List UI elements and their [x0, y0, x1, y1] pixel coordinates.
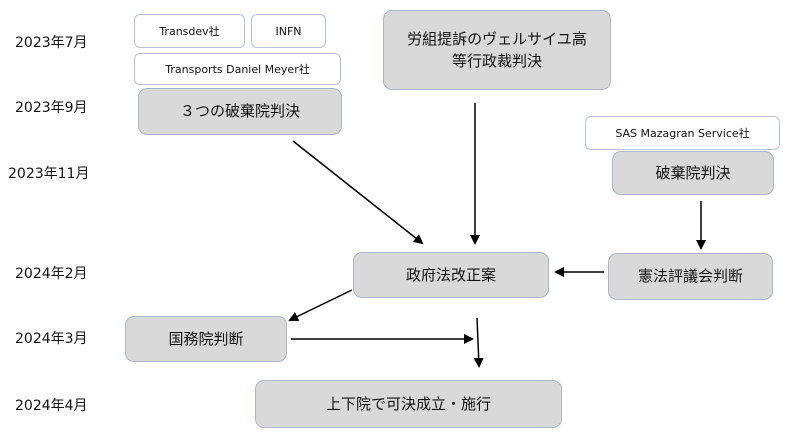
node-labor-court-ruling: 労組提訴のヴェルサイユ高 等行政裁判決 — [383, 10, 611, 90]
tag-transdev: Transdev社 — [134, 14, 245, 48]
node-government-amendment: 政府法改正案 — [353, 252, 549, 298]
tag-infn: INFN — [251, 14, 326, 48]
node-council-of-state-label: 国務院判断 — [168, 329, 244, 348]
node-cassation-ruling: 破棄院判決 — [612, 151, 774, 195]
date-2023-11: 2023年11月 — [8, 166, 90, 182]
node-parliament-adoption: 上下院で可決成立・施行 — [255, 380, 562, 428]
node-constitutional-council-label: 憲法評議会判断 — [637, 267, 743, 286]
date-2023-09: 2023年9月 — [15, 100, 88, 116]
node-constitutional-council: 憲法評議会判断 — [608, 253, 773, 300]
node-government-amendment-label: 政府法改正案 — [405, 265, 496, 284]
node-parliament-adoption-label: 上下院で可決成立・施行 — [325, 394, 491, 413]
node-council-of-state: 国務院判断 — [125, 316, 287, 362]
date-2023-07: 2023年7月 — [15, 35, 88, 51]
node-labor-court-ruling-line1: 労組提訴のヴェルサイユ高 — [407, 29, 587, 48]
date-2024-03: 2024年3月 — [15, 331, 88, 347]
tag-sas-mazagran: SAS Mazagran Service社 — [585, 116, 780, 150]
node-cassation-ruling-label: 破棄院判決 — [655, 163, 731, 182]
arrow-amendment-to-council-of-state — [288, 289, 353, 322]
node-labor-court-ruling-line2: 等行政裁判決 — [451, 52, 542, 70]
date-2024-02: 2024年2月 — [15, 266, 88, 282]
date-2024-04: 2024年4月 — [15, 398, 88, 414]
arrow-amendment-to-parliament — [473, 317, 484, 368]
node-three-cassation-rulings-label: ３つの破棄院判決 — [179, 102, 300, 121]
tag-transports-daniel-meyer: Transports Daniel Meyer社 — [134, 53, 341, 85]
arrow-three-rulings-to-amendment — [292, 140, 424, 245]
node-three-cassation-rulings: ３つの破棄院判決 — [138, 88, 342, 135]
